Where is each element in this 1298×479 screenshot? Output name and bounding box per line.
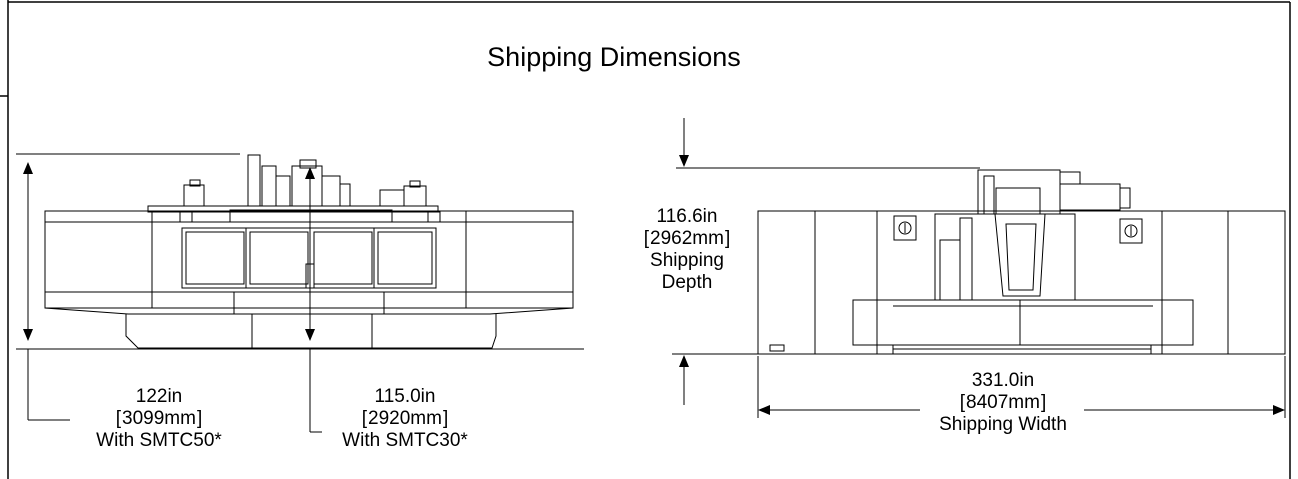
height-smtc50-value: 122in xyxy=(135,386,183,407)
shipping-depth-caption-2: Depth xyxy=(661,271,713,293)
shipping-depth-value: 116.6in xyxy=(656,206,718,227)
height-smtc30-metric: 2920mm xyxy=(320,408,490,430)
shipping-width-metric: 8407mm xyxy=(918,392,1088,414)
machine-side-view xyxy=(44,154,574,349)
height-smtc50-metric: 3099mm xyxy=(74,408,244,430)
shipping-depth-label: 116.6in 2962mm Shipping Depth xyxy=(622,206,752,293)
shipping-depth-caption-1: Shipping xyxy=(650,249,724,271)
height-smtc50-label: 122in 3099mm With SMTC50* xyxy=(74,386,244,452)
height-smtc30-note: With SMTC30* xyxy=(342,429,468,451)
shipping-width-value: 331.0in xyxy=(971,370,1035,391)
shipping-width-label: 331.0in 8407mm Shipping Width xyxy=(918,370,1088,436)
height-smtc30-value: 115.0in xyxy=(374,386,436,407)
left-dimension-lines xyxy=(16,153,584,433)
shipping-depth-metric: 2962mm xyxy=(622,228,752,250)
machine-front-view xyxy=(757,169,1286,355)
height-smtc30-label: 115.0in 2920mm With SMTC30* xyxy=(320,386,490,452)
height-smtc50-note: With SMTC50* xyxy=(96,429,222,451)
drawing-title: Shipping Dimensions xyxy=(487,42,741,72)
right-dimension-lines xyxy=(672,118,1286,418)
shipping-width-caption: Shipping Width xyxy=(939,413,1067,435)
